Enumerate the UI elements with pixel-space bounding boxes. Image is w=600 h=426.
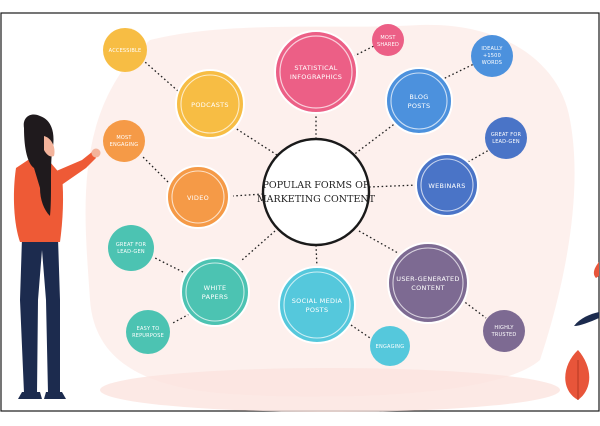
woman-face bbox=[44, 136, 55, 157]
leaf-edge bbox=[593, 262, 599, 278]
center-title-line2: MARKETING CONTENT bbox=[257, 194, 376, 205]
connector-video bbox=[232, 193, 264, 197]
note-webinar-lead-line2: LEAD-GEN bbox=[492, 139, 520, 145]
note-webinar-lead-line1: GREAT FOR bbox=[491, 132, 522, 138]
connector-social-engaging bbox=[350, 324, 374, 341]
connector-podcast-accessible bbox=[144, 61, 179, 92]
node-video: VIDEO bbox=[166, 165, 230, 229]
note-wp-repurpose-line1: EASY TO bbox=[137, 326, 160, 332]
node-social-line1: SOCIAL MEDIA bbox=[292, 297, 343, 305]
woman-pants bbox=[20, 238, 60, 393]
node-webinars-label: WEBINARS bbox=[428, 182, 465, 190]
note-video-engaging-line2: ENGAGING bbox=[110, 142, 139, 148]
leaf-orange bbox=[565, 350, 590, 400]
leaf-dark bbox=[574, 312, 599, 326]
decor-leaves bbox=[565, 262, 599, 400]
note-blog-words-line3: WORDS bbox=[482, 60, 502, 66]
node-infographics-line1: STATISTICAL bbox=[294, 64, 337, 72]
node-social: SOCIAL MEDIA POSTS bbox=[278, 266, 356, 344]
woman-hand bbox=[91, 148, 101, 158]
node-blog: BLOG POSTS bbox=[385, 67, 453, 135]
node-webinars: WEBINARS bbox=[415, 153, 479, 217]
center-title-line1: POPULAR FORMS OF bbox=[263, 180, 370, 191]
woman-shoe-right bbox=[44, 392, 66, 399]
node-ugc: USER-GENERATED CONTENT bbox=[387, 242, 469, 324]
woman-arm bbox=[54, 152, 96, 186]
node-infographics: STATISTICAL INFOGRAPHICS bbox=[274, 30, 358, 114]
node-whitepapers-line1: WHITE bbox=[204, 284, 227, 292]
connector-wp-lead bbox=[154, 257, 184, 273]
connector-lines bbox=[142, 44, 490, 341]
note-most-shared: MOST SHARED bbox=[372, 24, 404, 56]
connector-whitepapers bbox=[241, 230, 276, 261]
note-podcast-accessible: ACCESSIBLE bbox=[103, 28, 147, 72]
connector-ugc bbox=[358, 230, 399, 254]
note-wp-lead-line1: GREAT FOR bbox=[116, 242, 147, 248]
node-video-label: VIDEO bbox=[187, 194, 209, 202]
note-blog-words: IDEALLY +1500 WORDS bbox=[471, 35, 513, 77]
note-wp-repurpose: EASY TO REPURPOSE bbox=[126, 310, 170, 354]
connector-ugc-trusted bbox=[461, 299, 487, 319]
node-ugc-line2: CONTENT bbox=[411, 284, 445, 292]
note-webinar-lead: GREAT FOR LEAD-GEN bbox=[485, 117, 527, 159]
note-most-shared-line1: MOST bbox=[380, 35, 396, 41]
node-ugc-line1: USER-GENERATED bbox=[396, 275, 459, 283]
note-ugc-trusted-line2: TRUSTED bbox=[491, 332, 517, 338]
center-node: POPULAR FORMS OF MARKETING CONTENT bbox=[257, 137, 376, 247]
connector-podcasts bbox=[231, 125, 278, 156]
node-podcasts: PODCASTS bbox=[175, 69, 245, 139]
note-video-engaging: MOST ENGAGING bbox=[103, 120, 145, 162]
note-most-shared-line2: SHARED bbox=[377, 42, 399, 48]
woman-illustration bbox=[13, 114, 101, 399]
note-video-engaging-line1: MOST bbox=[116, 135, 132, 141]
note-podcast-accessible-label: ACCESSIBLE bbox=[109, 48, 142, 54]
note-social-engaging: ENGAGING bbox=[370, 326, 410, 366]
node-social-line2: POSTS bbox=[306, 306, 329, 314]
note-blog-words-line2: +1500 bbox=[483, 53, 501, 59]
note-wp-lead: GREAT FOR LEAD-GEN bbox=[108, 225, 154, 271]
node-blog-line1: BLOG bbox=[409, 93, 428, 101]
woman-shoe-left bbox=[18, 392, 42, 399]
node-infographics-line2: INFOGRAPHICS bbox=[290, 73, 342, 81]
note-wp-lead-line2: LEAD-GEN bbox=[117, 249, 145, 255]
node-podcasts-label: PODCASTS bbox=[191, 101, 229, 109]
note-blog-words-line1: IDEALLY bbox=[481, 46, 503, 52]
floor-shadow bbox=[100, 368, 560, 412]
note-wp-repurpose-line2: REPURPOSE bbox=[132, 333, 164, 339]
connector-video-engaging bbox=[142, 156, 169, 183]
connector-blog bbox=[351, 121, 398, 157]
node-blog-line2: POSTS bbox=[408, 102, 431, 110]
node-whitepapers: WHITE PAPERS bbox=[180, 257, 250, 327]
node-whitepapers-line2: PAPERS bbox=[202, 293, 228, 301]
note-social-engaging-label: ENGAGING bbox=[376, 344, 405, 350]
note-ugc-trusted-line1: HIGHLY bbox=[494, 325, 514, 331]
note-ugc-trusted: HIGHLY TRUSTED bbox=[483, 310, 525, 352]
